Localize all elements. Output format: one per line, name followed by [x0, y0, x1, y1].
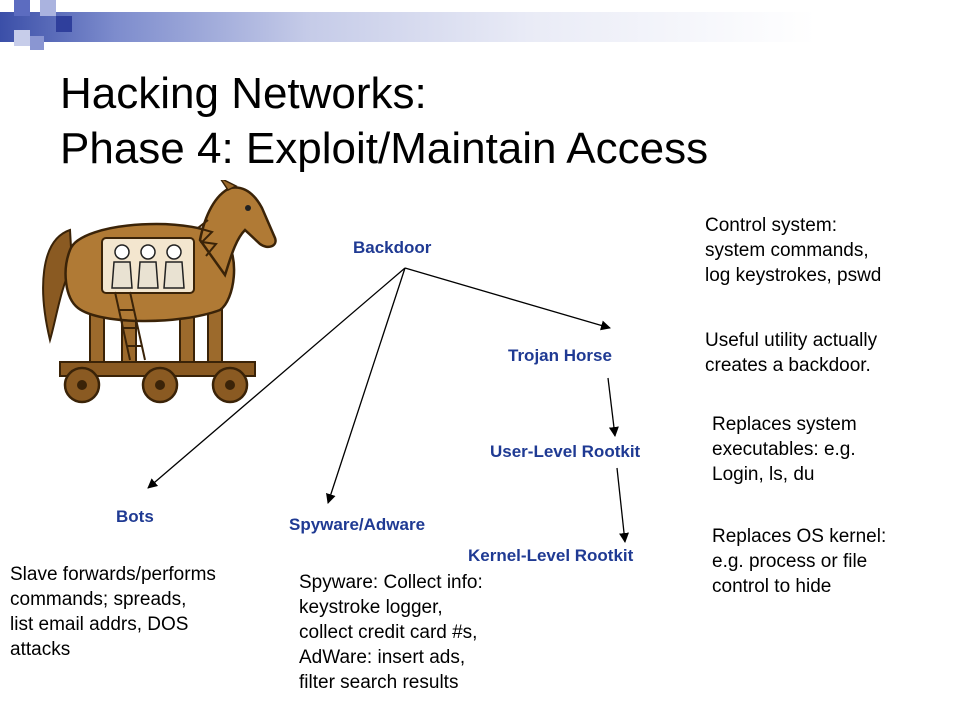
- node-backdoor: Backdoor: [353, 238, 432, 257]
- note-line: Spyware: Collect info:: [299, 572, 483, 593]
- note-bots-description: Slave forwards/performs commands; spread…: [10, 562, 216, 662]
- note-line: control to hide: [712, 576, 832, 597]
- note-line: Control system:: [705, 215, 837, 236]
- note-useful-utility: Useful utility actually creates a backdo…: [705, 328, 877, 378]
- header-gradient-bar: [0, 12, 960, 42]
- header-square: [30, 36, 44, 50]
- note-line: keystroke logger,: [299, 597, 443, 618]
- note-line: Replaces system: [712, 414, 857, 435]
- edge-trojan-userrootkit: [607, 377, 619, 437]
- note-line: system commands,: [705, 240, 869, 261]
- note-control-system: Control system: system commands, log key…: [705, 213, 881, 288]
- note-line: Login, ls, du: [712, 464, 815, 485]
- slide-title: Hacking Networks: Phase 4: Exploit/Maint…: [60, 66, 708, 176]
- note-replaces-kernel: Replaces OS kernel: e.g. process or file…: [712, 524, 886, 599]
- note-line: Useful utility actually: [705, 330, 878, 351]
- node-kernel-level-rootkit: Kernel-Level Rootkit: [468, 546, 634, 565]
- note-line: executables: e.g.: [712, 439, 856, 460]
- note-line: commands; spreads,: [10, 589, 187, 610]
- note-line: creates a backdoor.: [705, 355, 871, 376]
- header-square: [56, 16, 72, 32]
- note-line: filter search results: [299, 672, 459, 693]
- edge-backdoor-trojan: [404, 267, 611, 331]
- node-bots: Bots: [116, 507, 154, 526]
- note-line: log keystrokes, pswd: [705, 265, 882, 286]
- header-square: [40, 0, 56, 16]
- note-line: e.g. process or file: [712, 551, 868, 572]
- title-line-2: Phase 4: Exploit/Maintain Access: [60, 124, 709, 173]
- note-line: attacks: [10, 639, 71, 660]
- note-line: Replaces OS kernel:: [712, 526, 887, 547]
- note-line: collect credit card #s,: [299, 622, 478, 643]
- node-trojan-horse: Trojan Horse: [508, 346, 612, 365]
- edge-backdoor-bots: [147, 267, 406, 489]
- note-spyware-description: Spyware: Collect info: keystroke logger,…: [299, 570, 483, 695]
- node-user-level-rootkit: User-Level Rootkit: [490, 442, 641, 461]
- note-line: list email addrs, DOS: [10, 614, 189, 635]
- header-square: [14, 0, 30, 16]
- note-line: Slave forwards/performs: [10, 564, 216, 585]
- note-replaces-executables: Replaces system executables: e.g. Login,…: [712, 412, 857, 487]
- node-spyware-adware: Spyware/Adware: [289, 515, 426, 534]
- trojan-horse-icon: [42, 180, 277, 404]
- edge-userrootkit-kernelrootkit: [616, 467, 630, 543]
- note-line: AdWare: insert ads,: [299, 647, 466, 668]
- title-line-1: Hacking Networks:: [60, 69, 427, 118]
- edge-backdoor-spyware: [326, 267, 406, 504]
- header-square: [14, 30, 30, 46]
